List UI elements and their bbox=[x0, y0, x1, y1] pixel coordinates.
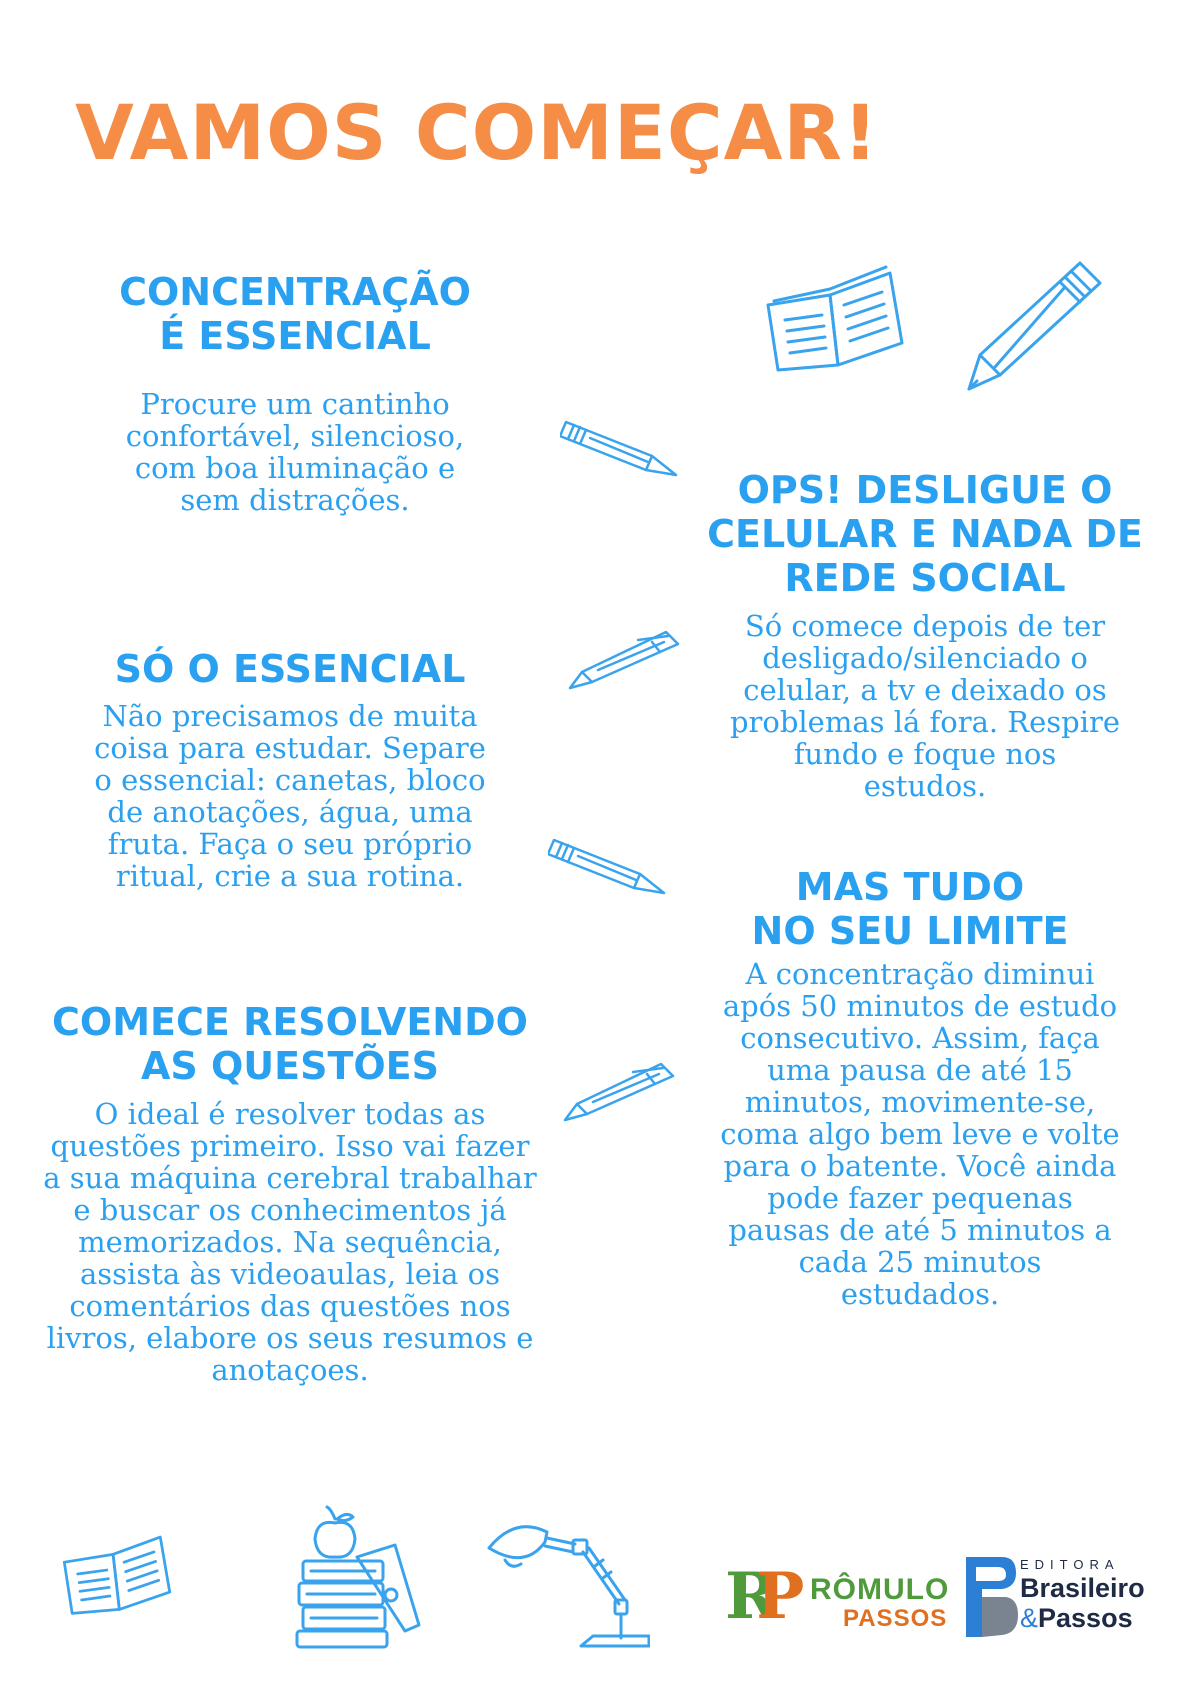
body-line: anotaçoes. bbox=[211, 1353, 369, 1387]
body-line: uma pausa de até 15 bbox=[767, 1053, 1073, 1087]
heading-line: MAS TUDO bbox=[795, 865, 1025, 909]
body-line: de anotações, água, uma bbox=[107, 795, 473, 829]
section-body-desligue: Só comece depois de ter desligado/silenc… bbox=[700, 610, 1150, 802]
editora-label: EDITORA bbox=[1020, 1557, 1120, 1572]
body-line: estudos. bbox=[863, 769, 987, 803]
heading-line: SÓ O ESSENCIAL bbox=[114, 647, 466, 691]
body-line: consecutivo. Assim, faça bbox=[740, 1021, 1100, 1055]
section-heading-concentracao: CONCENTRAÇÃO É ESSENCIAL bbox=[95, 270, 495, 358]
body-line: comentários das questões nos bbox=[69, 1289, 511, 1323]
section-heading-limite: MAS TUDO NO SEU LIMITE bbox=[700, 865, 1120, 953]
heading-line: OPS! DESLIGUE O bbox=[737, 468, 1113, 512]
monogram-p: P bbox=[756, 1559, 805, 1634]
section-body-so-essencial: Não precisamos de muita coisa para estud… bbox=[70, 700, 510, 892]
body-line: após 50 minutos de estudo bbox=[722, 989, 1118, 1023]
pencil-icon bbox=[560, 418, 680, 480]
heading-line: AS QUESTÕES bbox=[140, 1044, 440, 1088]
heading-line: É ESSENCIAL bbox=[159, 314, 431, 358]
section-heading-questoes: COMECE RESOLVENDO AS QUESTÕES bbox=[40, 1000, 540, 1088]
body-line: livros, elabore os seus resumos e bbox=[46, 1321, 534, 1355]
brasileiro-name: Brasileiro bbox=[1020, 1573, 1145, 1603]
body-line: para o batente. Você ainda bbox=[723, 1149, 1117, 1183]
section-body-concentracao: Procure um cantinho confortável, silenci… bbox=[95, 388, 495, 516]
body-line: memorizados. Na sequência, bbox=[78, 1225, 502, 1259]
open-book-icon bbox=[760, 265, 910, 375]
body-line: sem distrações. bbox=[180, 483, 410, 517]
body-line: Só comece depois de ter bbox=[744, 609, 1106, 643]
pen-icon bbox=[563, 1062, 678, 1124]
body-line: fundo e foque nos bbox=[793, 737, 1057, 771]
section-body-limite: A concentração diminui após 50 minutos d… bbox=[700, 958, 1140, 1310]
pen-icon bbox=[568, 630, 683, 692]
passos-name: PASSOS bbox=[843, 1605, 948, 1632]
section-heading-so-essencial: SÓ O ESSENCIAL bbox=[90, 647, 490, 691]
open-book-icon bbox=[58, 1530, 176, 1618]
heading-line: CELULAR E NADA DE bbox=[707, 512, 1143, 556]
body-line: o essencial: canetas, bloco bbox=[94, 763, 486, 797]
heading-line: NO SEU LIMITE bbox=[751, 909, 1069, 953]
romulo-passos-monogram: RP bbox=[725, 1565, 804, 1629]
body-line: pode fazer pequenas bbox=[767, 1181, 1073, 1215]
body-line: Procure um cantinho bbox=[140, 387, 450, 421]
body-line: ritual, crie a sua rotina. bbox=[115, 859, 465, 893]
books-apple-icon bbox=[295, 1505, 425, 1650]
body-line: Não precisamos de muita bbox=[102, 699, 478, 733]
heading-line: REDE SOCIAL bbox=[784, 556, 1066, 600]
body-line: e buscar os conhecimentos já bbox=[73, 1193, 507, 1227]
body-line: com boa iluminação e bbox=[134, 451, 456, 485]
romulo-passos-logo: RP RÔMULO PASSOS bbox=[725, 1555, 948, 1645]
body-line: coisa para estudar. Separe bbox=[94, 731, 486, 765]
passos-word: Passos bbox=[1038, 1603, 1133, 1633]
body-line: pausas de até 5 minutos a bbox=[728, 1213, 1112, 1247]
body-line: A concentração diminui bbox=[745, 957, 1095, 991]
monogram-r: R bbox=[725, 1559, 779, 1634]
desk-lamp-icon bbox=[485, 1520, 650, 1650]
heading-line: CONCENTRAÇÃO bbox=[119, 270, 471, 314]
body-line: a sua máquina cerebral trabalhar bbox=[43, 1161, 537, 1195]
body-line: questões primeiro. Isso vai fazer bbox=[50, 1129, 530, 1163]
body-line: cada 25 minutos bbox=[798, 1245, 1042, 1279]
body-line: celular, a tv e deixado os bbox=[743, 673, 1107, 707]
body-line: minutos, movimente-se, bbox=[744, 1085, 1096, 1119]
heading-line: COMECE RESOLVENDO bbox=[52, 1000, 528, 1044]
pencil-icon bbox=[548, 836, 668, 898]
body-line: desligado/silenciado o bbox=[762, 641, 1088, 675]
bp-emblem-icon bbox=[962, 1557, 1018, 1637]
editora-brasileiro-passos-logo: EDITORA Brasileiro &Passos bbox=[962, 1553, 1145, 1643]
page-title: VAMOS COMEÇAR! bbox=[75, 88, 879, 177]
body-line: problemas lá fora. Respire bbox=[729, 705, 1121, 739]
body-line: coma algo bem leve e volte bbox=[720, 1117, 1120, 1151]
body-line: assista às videoaulas, leia os bbox=[79, 1257, 501, 1291]
body-line: O ideal é resolver todas as bbox=[94, 1097, 486, 1131]
passos-name: &Passos bbox=[1020, 1603, 1133, 1634]
pencil-icon bbox=[965, 255, 1115, 395]
section-body-questoes: O ideal é resolver todas as questões pri… bbox=[30, 1098, 550, 1386]
romulo-name: RÔMULO bbox=[810, 1573, 950, 1606]
body-line: confortável, silencioso, bbox=[125, 419, 465, 453]
body-line: fruta. Faça o seu próprio bbox=[107, 827, 473, 861]
ampersand: & bbox=[1020, 1603, 1039, 1633]
section-heading-desligue: OPS! DESLIGUE O CELULAR E NADA DE REDE S… bbox=[690, 468, 1160, 600]
body-line: estudados. bbox=[840, 1277, 1000, 1311]
